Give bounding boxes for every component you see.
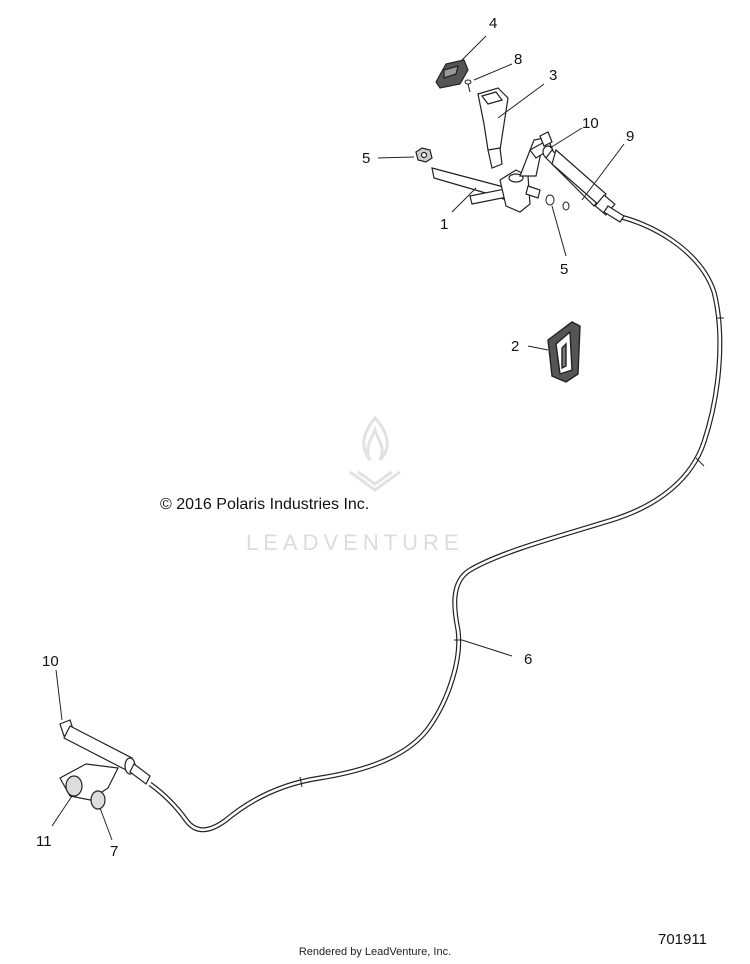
callout-5-upper: 5 bbox=[362, 150, 370, 167]
copyright-notice: © 2016 Polaris Industries Inc. bbox=[160, 496, 370, 513]
shift-lever-assembly bbox=[432, 132, 552, 212]
lower-cable-end bbox=[60, 720, 150, 784]
callout-10-lower: 10 bbox=[42, 653, 59, 670]
callout-10-upper: 10 bbox=[582, 115, 599, 132]
callout-8: 8 bbox=[514, 51, 522, 68]
callout-4: 4 bbox=[489, 15, 497, 32]
render-credit: Rendered by LeadVenture, Inc. bbox=[298, 946, 452, 958]
callout-5-lower: 5 bbox=[560, 261, 568, 278]
watermark-text: LEADVENTURE bbox=[246, 530, 464, 555]
shift-bezel bbox=[436, 60, 468, 88]
lower-bracket bbox=[60, 764, 118, 809]
shift-cable bbox=[148, 212, 724, 833]
shift-knob bbox=[478, 88, 508, 168]
callout-6: 6 bbox=[524, 651, 532, 668]
drawing-number: 701911 bbox=[658, 931, 707, 948]
callout-3: 3 bbox=[549, 67, 557, 84]
screw bbox=[465, 80, 471, 92]
leader-lines bbox=[51, 35, 625, 841]
callout-2: 2 bbox=[511, 338, 519, 355]
callout-1: 1 bbox=[440, 216, 448, 233]
nut-lower bbox=[546, 195, 569, 210]
callout-7: 7 bbox=[110, 843, 118, 860]
callout-11: 11 bbox=[36, 833, 52, 850]
watermark-logo bbox=[349, 415, 401, 492]
upper-cable-end bbox=[543, 146, 624, 222]
nut-upper bbox=[416, 148, 432, 162]
shift-gate-plate bbox=[548, 322, 580, 382]
callout-9: 9 bbox=[626, 128, 634, 145]
